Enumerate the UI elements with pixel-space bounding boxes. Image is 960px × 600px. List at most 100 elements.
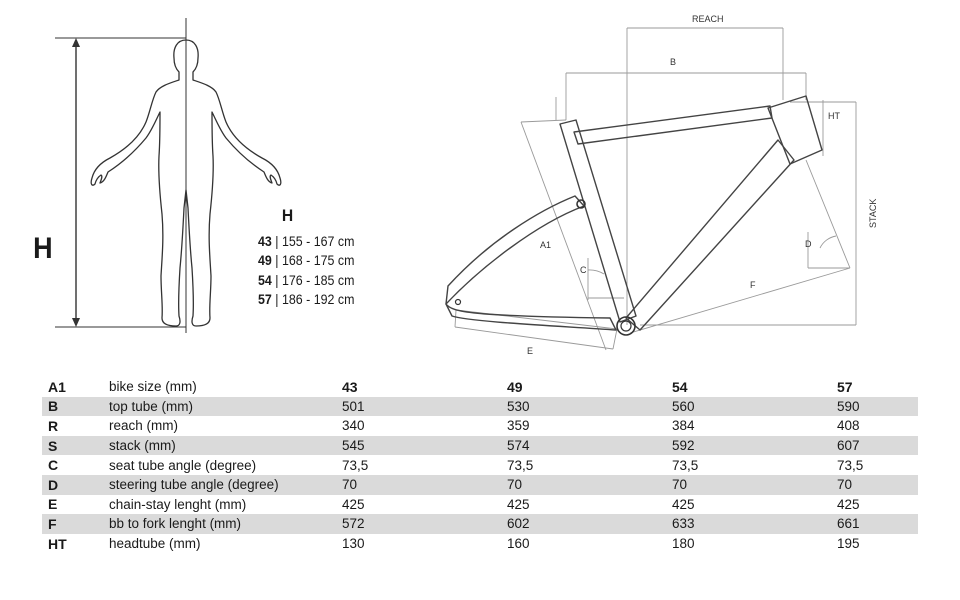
size-57-value: 408 (837, 418, 860, 434)
row-code: C (48, 457, 59, 474)
chainstay-guide-left (454, 309, 457, 328)
size-49-value: 425 (507, 496, 530, 512)
reach-label: REACH (692, 14, 724, 24)
size-49-value: 160 (507, 536, 530, 552)
size-49-value: 70 (507, 474, 672, 495)
head-tube (767, 95, 823, 165)
size-57-value: 57 (837, 378, 853, 395)
row-code: E (48, 496, 58, 513)
human-silhouette (90, 39, 282, 327)
row-description: headtube (mm) (109, 536, 201, 552)
row-code: F (42, 514, 109, 534)
e-label: E (527, 346, 533, 356)
table-row: E chain-stay lenght (mm) 425 425 425 425 (42, 495, 918, 515)
size-54-value: 180 (672, 536, 695, 552)
row-code: A1 (48, 378, 66, 395)
bb-to-fork-guide (629, 267, 851, 334)
d-label: D (805, 239, 812, 249)
chainstay-guide-bottom (454, 326, 614, 350)
size-54-value: 70 (672, 474, 837, 495)
seat-stay (445, 195, 585, 305)
seat-tube (559, 119, 637, 323)
row-description: reach (mm) (109, 418, 179, 434)
legend-header: H (281, 206, 294, 225)
size-height-legend: H 43 | 155 - 167 cm 49 | 168 - 175 cm 54… (258, 206, 354, 310)
row-description: top tube (mm) (109, 396, 342, 417)
row-description: bb to fork lenght (mm) (109, 514, 342, 534)
table-row: B top tube (mm) 501 530 560 590 (42, 396, 918, 417)
stack-label: STACK (868, 199, 878, 228)
row-code: R (48, 417, 59, 434)
size-43-value: 130 (342, 536, 365, 552)
size-43-value: 70 (342, 474, 507, 495)
size-57-value: 590 (837, 396, 918, 417)
size-54-value: 633 (672, 514, 837, 534)
headtube-label: HT (828, 111, 840, 121)
size-43-value: 572 (342, 514, 507, 534)
size-54-value: 425 (672, 496, 695, 512)
size-43-value: 425 (342, 496, 365, 512)
size-43-value: 73,5 (342, 457, 369, 473)
legend-size: 57 (258, 292, 272, 307)
table-row: A1 bike size (mm) 43 49 54 57 (42, 377, 918, 397)
legend-row: 54 | 176 - 185 cm (258, 271, 354, 291)
table-row: D steering tube angle (degree) 70 70 70 … (42, 474, 918, 495)
a1-guide-top (520, 119, 567, 123)
size-54-value: 73,5 (672, 457, 699, 473)
row-description: bike size (mm) (109, 379, 197, 395)
legend-size: 54 (258, 272, 272, 288)
f-label: F (750, 280, 756, 290)
legend-range: | 186 - 192 cm (275, 292, 355, 307)
table-row: R reach (mm) 340 359 384 408 (42, 416, 918, 436)
seat-clamp-bolt (576, 199, 586, 209)
top-tube (573, 105, 773, 145)
chain-stay (445, 303, 617, 331)
size-57-value: 73,5 (837, 457, 864, 473)
rear-dropout (454, 298, 462, 306)
row-code: D (42, 474, 109, 495)
legend-row: 49 | 168 - 175 cm (258, 251, 354, 271)
rider-figure-diagram (55, 18, 282, 333)
size-49-value: 602 (507, 514, 672, 534)
legend-range: | 176 - 185 cm (275, 272, 355, 288)
row-description: chain-stay lenght (mm) (109, 496, 247, 512)
row-description: stack (mm) (109, 435, 342, 456)
legend-size: 49 (258, 253, 272, 268)
c-label: C (580, 265, 587, 275)
height-label: H (33, 232, 53, 265)
c-angle-arc (587, 269, 605, 275)
size-54-value: 560 (672, 396, 837, 417)
row-code: S (42, 435, 109, 456)
legend-row: 57 | 186 - 192 cm (258, 290, 354, 310)
row-code: HT (48, 535, 67, 552)
legend-range: | 168 - 175 cm (275, 253, 355, 268)
height-arrow-bottom (72, 318, 80, 327)
height-arrow-top (72, 38, 80, 47)
frame-geometry-diagram: REACH B HT STACK A1 C D F E (445, 14, 878, 356)
size-49-value: 49 (507, 378, 523, 395)
bottom-bracket-outer (616, 316, 636, 336)
size-43-value: 340 (342, 418, 365, 434)
table-row: S stack (mm) 545 574 592 607 (42, 435, 918, 456)
table-row: F bb to fork lenght (mm) 572 602 633 661 (42, 514, 918, 534)
size-57-value: 70 (837, 474, 918, 495)
size-43-value: 43 (342, 378, 358, 395)
a1-label: A1 (540, 240, 551, 250)
legend-size: 43 (258, 233, 272, 249)
size-54-value: 592 (672, 435, 837, 456)
size-57-value: 195 (837, 536, 860, 552)
size-43-value: 545 (342, 435, 507, 456)
row-description: seat tube angle (degree) (109, 457, 257, 473)
legend-row: 43 | 155 - 167 cm (258, 232, 354, 252)
size-49-value: 530 (507, 396, 672, 417)
down-tube (625, 139, 795, 331)
a1-guide (520, 121, 607, 351)
size-43-value: 501 (342, 396, 507, 417)
legend-range: | 155 - 167 cm (275, 233, 355, 249)
d-angle-arc (819, 235, 837, 249)
chainstay-guide-right (612, 328, 618, 350)
geometry-table: A1 bike size (mm) 43 49 54 57 B top tube… (42, 377, 918, 553)
size-54-value: 384 (672, 418, 695, 434)
size-49-value: 574 (507, 435, 672, 456)
top-tube-label: B (670, 57, 676, 67)
